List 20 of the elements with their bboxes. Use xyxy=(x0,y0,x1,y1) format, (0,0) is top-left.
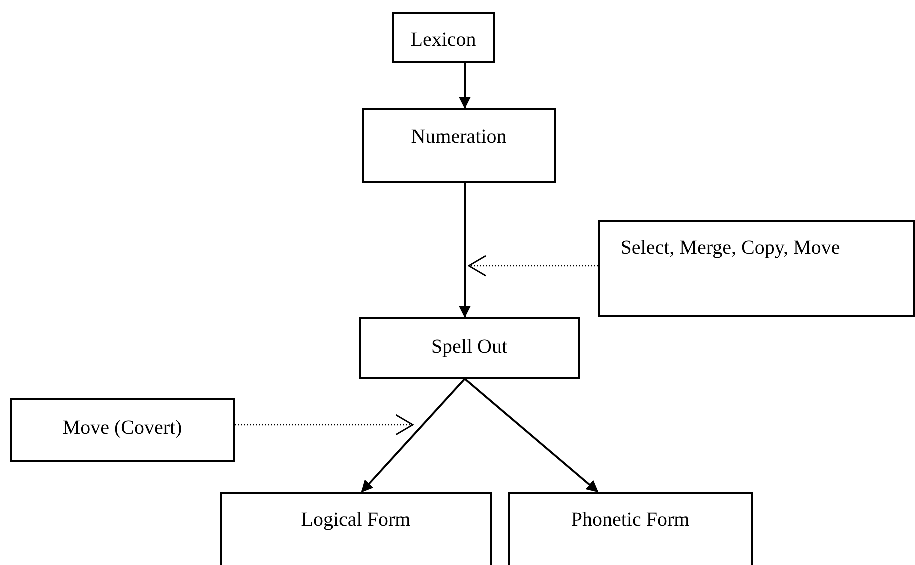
process-box xyxy=(598,220,915,317)
node-label: Move (Covert) xyxy=(62,416,184,441)
node-label: Spell Out xyxy=(430,335,509,360)
process-box xyxy=(359,317,580,379)
node-label: Numeration xyxy=(410,125,508,150)
arrow xyxy=(464,378,599,493)
process-box xyxy=(362,108,556,183)
process-box xyxy=(220,492,492,565)
process-box xyxy=(392,12,495,63)
process-box xyxy=(10,398,235,462)
arrow xyxy=(361,378,466,493)
dotted-arrow xyxy=(468,255,598,277)
node-label: Select, Merge, Copy, Move xyxy=(620,236,842,261)
node-label: Phonetic Form xyxy=(570,508,691,533)
arrow xyxy=(459,183,471,318)
node-label: Logical Form xyxy=(300,508,412,533)
dotted-arrow xyxy=(235,414,414,436)
process-box xyxy=(508,492,753,565)
arrow xyxy=(459,63,471,109)
node-label: Lexicon xyxy=(410,28,478,53)
